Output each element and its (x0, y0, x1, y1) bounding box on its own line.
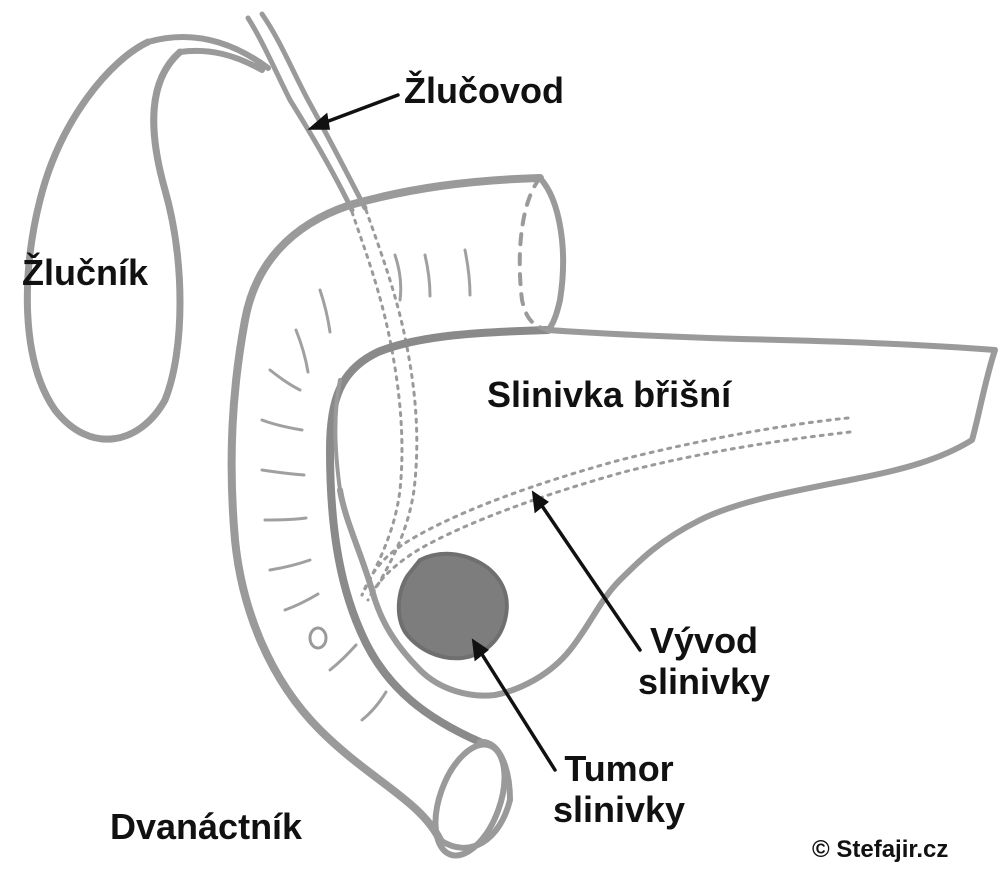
copyright-text: © Stefajir.cz (812, 836, 948, 864)
papilla (310, 628, 326, 648)
duodenum-bottom-edge (440, 742, 510, 848)
label-duodenum: Dvanáctník (110, 806, 302, 847)
bile-duct-line-right (262, 14, 365, 208)
arrow-tumor (478, 648, 555, 770)
label-bile-duct: Žlučovod (404, 70, 564, 111)
bile-duct-dotted-1 (352, 212, 402, 595)
label-gallbladder: Žlučník (22, 252, 148, 293)
arrow-bile-duct (318, 95, 398, 125)
duodenum-top-opening-dashed (520, 178, 548, 330)
duodenum-outer (232, 178, 540, 840)
label-pancreas: Slinivka břišní (487, 374, 731, 415)
label-tumor-line1: Tumor (553, 748, 685, 789)
pancreas-inner-edge (335, 380, 340, 490)
label-tumor: Tumor slinivky (553, 748, 685, 831)
label-pancreatic-duct-line2: slinivky (638, 661, 770, 702)
label-pancreatic-duct: Vývod slinivky (638, 620, 770, 703)
gallbladder-shape (27, 42, 180, 439)
label-pancreatic-duct-line1: Vývod (638, 620, 770, 661)
tumor-mass (399, 554, 507, 658)
label-tumor-line2: slinivky (553, 789, 685, 830)
duodenum-top-opening (540, 178, 563, 330)
bile-duct-line-left (248, 18, 352, 210)
